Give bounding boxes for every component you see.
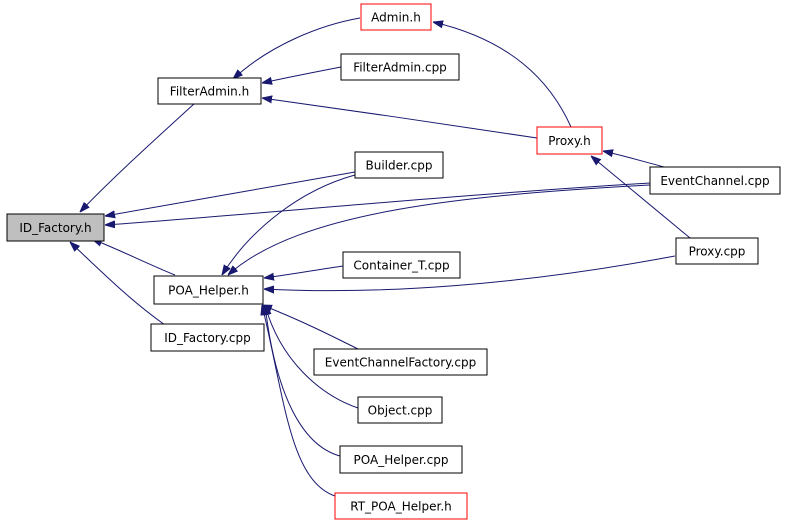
node-proxy-cpp[interactable]: Proxy.cpp [675,237,759,265]
edge-poa-helper-h-to-id-factory-h [92,239,176,276]
edge-proxy-h-to-admin-h [433,22,572,128]
edge-builder-cpp-to-poa-helper-h [222,174,356,275]
edge-eventchannel-cpp-to-proxy-h [603,151,669,169]
node-poa-helper-h[interactable]: POA_Helper.h [153,275,264,305]
node-label: FilterAdmin.cpp [353,61,447,75]
edge-eventchannel-cpp-to-id-factory-h [105,182,651,225]
node-proxy-h[interactable]: Proxy.h [536,126,603,155]
node-label: Admin.h [371,11,421,25]
edge-admin-h-to-filteradmin-h [233,17,361,79]
node-container-t-cpp[interactable]: Container_T.cpp [342,251,461,279]
node-label: EventChannelFactory.cpp [325,356,476,370]
node-label: FilterAdmin.h [170,85,249,99]
edge-proxy-cpp-to-poa-helper-h [264,255,676,291]
node-admin-h[interactable]: Admin.h [360,3,432,31]
node-rt-poa-helper-h[interactable]: RT_POA_Helper.h [334,492,468,520]
node-label: POA_Helper.cpp [354,453,449,467]
edge-container-t-cpp-to-poa-helper-h [264,265,344,278]
edge-filteradmin-h-to-id-factory-h [80,102,196,212]
edge-builder-cpp-to-id-factory-h [105,171,356,216]
edges-layer [70,17,691,497]
node-label: EventChannel.cpp [660,174,769,188]
node-label: Container_T.cpp [353,259,449,273]
node-label: ID_Factory.cpp [164,331,251,345]
node-label: Proxy.h [548,134,591,148]
edge-rt-poa-helper-h-to-poa-helper-h [262,305,336,497]
edge-poa-helper-cpp-to-poa-helper-h [265,305,341,457]
node-id-factory-h[interactable]: ID_Factory.h [6,213,105,242]
edge-id-factory-cpp-to-id-factory-h [70,242,166,326]
edge-object-cpp-to-poa-helper-h [265,305,359,409]
edge-proxy-cpp-to-proxy-h [591,156,691,239]
node-builder-cpp[interactable]: Builder.cpp [354,151,444,179]
nodes-layer: ID_Factory.h FilterAdmin.h Admin.h Filte… [6,3,781,520]
node-filteradmin-cpp[interactable]: FilterAdmin.cpp [340,53,460,81]
node-object-cpp[interactable]: Object.cpp [357,396,443,424]
node-label: POA_Helper.h [168,284,249,298]
node-poa-helper-cpp[interactable]: POA_Helper.cpp [339,445,463,474]
edge-eventchannel-cpp-to-poa-helper-h [228,184,651,275]
node-label: Object.cpp [368,404,433,418]
node-eventchannelfactory-cpp[interactable]: EventChannelFactory.cpp [313,348,488,376]
node-label: ID_Factory.h [19,221,91,235]
node-filteradmin-h[interactable]: FilterAdmin.h [157,77,262,105]
node-id-factory-cpp[interactable]: ID_Factory.cpp [150,323,265,352]
node-label: Builder.cpp [366,159,433,173]
edge-filteradmin-cpp-to-filteradmin-h [262,66,342,83]
edge-eventchannelfactory-cpp-to-poa-helper-h [262,305,361,351]
edge-proxy-h-to-filteradmin-h [262,98,538,139]
node-eventchannel-cpp[interactable]: EventChannel.cpp [649,166,781,195]
node-label: RT_POA_Helper.h [350,500,451,514]
node-label: Proxy.cpp [689,245,746,259]
